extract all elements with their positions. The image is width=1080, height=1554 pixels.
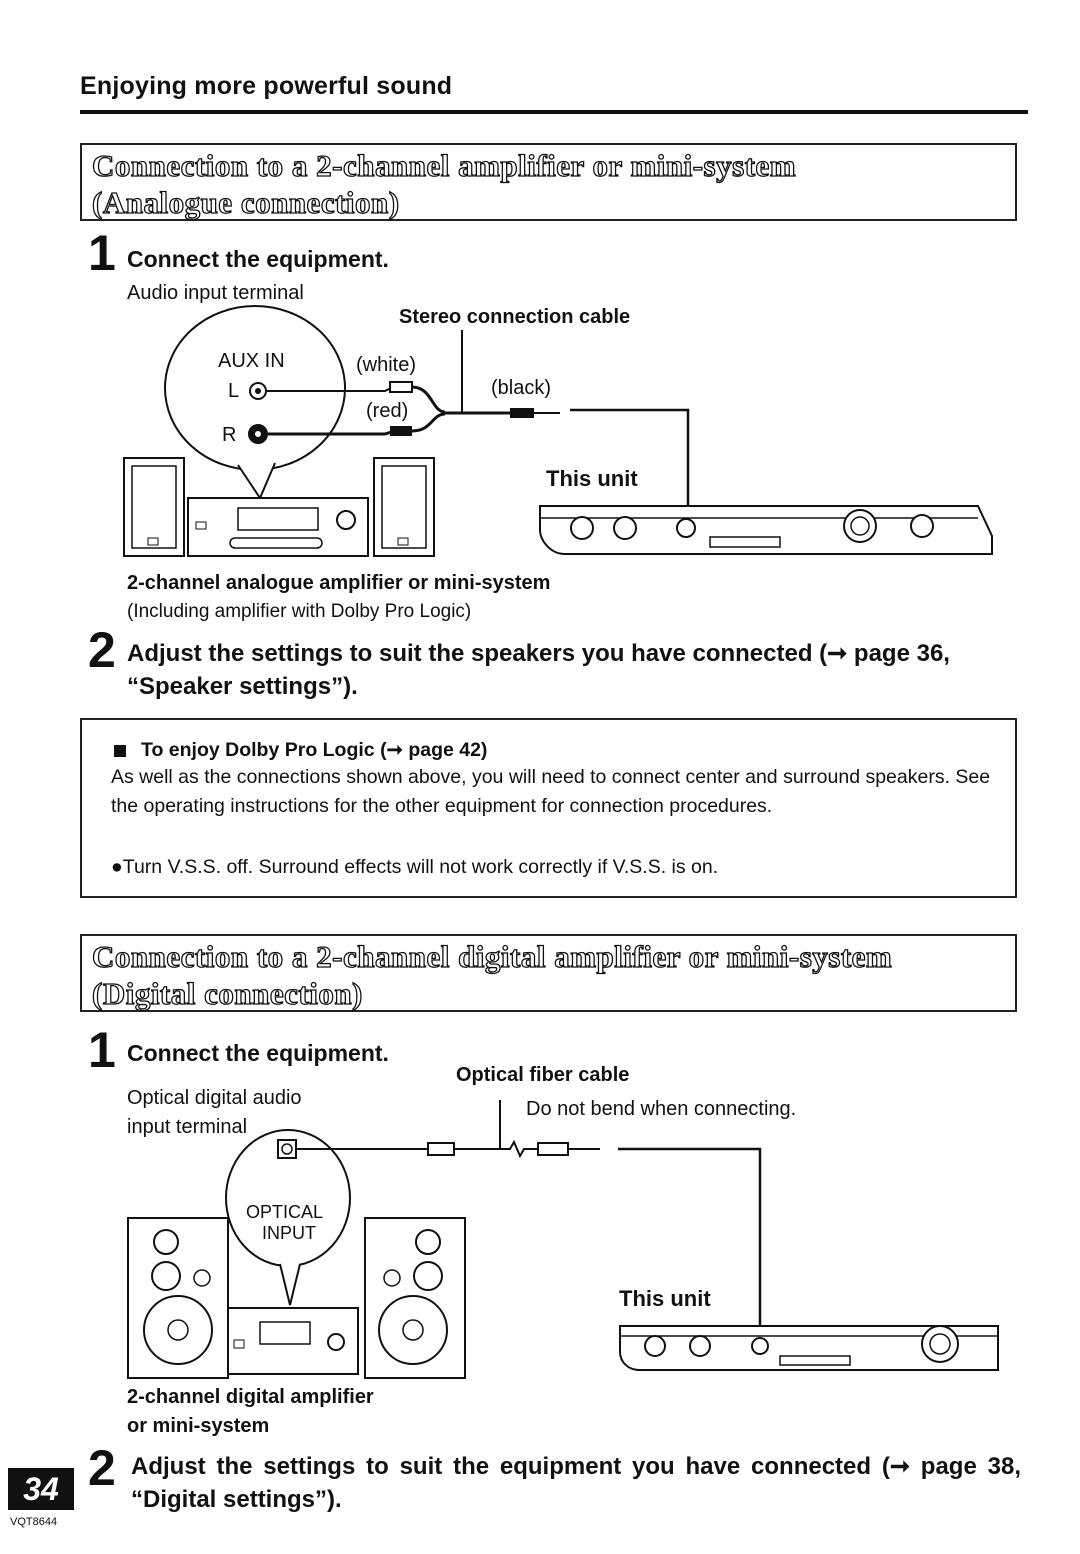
r-label: R <box>222 424 237 446</box>
digital-heading-box <box>80 934 1017 1012</box>
analogue-equipment-sub: (Including amplifier with Dolby Pro Logi… <box>127 601 472 622</box>
digital-step1-number: 1 <box>88 1022 116 1078</box>
digital-step2-text: Adjust the settings to suit the equipmen… <box>131 1453 1021 1513</box>
input-label: INPUT <box>262 1223 316 1243</box>
digital-step2-number: 2 <box>88 1440 116 1496</box>
terminal-label-line1: Optical digital audio <box>127 1087 302 1109</box>
white-plug-icon <box>389 381 413 393</box>
analogue-step2-number: 2 <box>88 622 116 678</box>
this-unit-icon <box>619 1325 999 1371</box>
stereo-cable-label: Stereo connection cable <box>399 306 631 328</box>
note-square-icon <box>114 745 126 757</box>
bend-note: Do not bend when connecting. <box>526 1098 797 1120</box>
note-title: To enjoy Dolby Pro Logic (➞ page 42) <box>141 739 488 761</box>
red-label: (red) <box>366 400 409 422</box>
audio-input-terminal-label: Audio input terminal <box>127 282 304 304</box>
analogue-equipment-caption: 2-channel analogue amplifier or mini-sys… <box>127 572 551 594</box>
optical-cable-label: Optical fiber cable <box>456 1064 630 1086</box>
digital-heading-line1: Connection to a 2-channel digital amplif… <box>91 939 893 974</box>
note-bullet: ●Turn V.S.S. off. Surround effects will … <box>111 856 719 878</box>
analogue-connection-diagram <box>123 305 993 557</box>
analogue-step1-text: Connect the equipment. <box>127 246 389 272</box>
terminal-label-line2: input terminal <box>127 1116 248 1138</box>
red-plug-icon <box>390 426 412 436</box>
digital-connection-diagram <box>127 1100 999 1379</box>
analogue-heading-line2: (Analogue connection) <box>91 185 400 220</box>
analogue-step1-number: 1 <box>88 225 116 281</box>
black-label: (black) <box>491 377 552 399</box>
aux-in-label: AUX IN <box>218 350 285 372</box>
digital-equipment-caption-line1: 2-channel digital amplifier <box>127 1386 374 1408</box>
l-label: L <box>228 380 240 402</box>
analogue-step2-text: Adjust the settings to suit the speakers… <box>127 640 950 700</box>
digital-heading-line2: (Digital connection) <box>91 976 363 1011</box>
note-paragraph: As well as the connections shown above, … <box>111 766 991 817</box>
white-label: (white) <box>356 354 417 376</box>
dolby-note-box <box>80 718 1017 898</box>
digital-this-unit-label: This unit <box>619 1286 711 1311</box>
black-plug-icon <box>510 408 534 418</box>
doc-code: VQT8644 <box>10 1516 58 1528</box>
analogue-heading-line1: Connection to a 2-channel amplifier or m… <box>91 148 797 183</box>
digital-step1-text: Connect the equipment. <box>127 1040 389 1066</box>
this-unit-label: This unit <box>546 466 638 491</box>
digital-equipment-caption-line2: or mini-system <box>127 1415 270 1437</box>
section-title: Enjoying more powerful sound <box>80 72 453 100</box>
analogue-heading-box <box>80 143 1017 221</box>
header-rule <box>80 110 1028 114</box>
optical-cable-to-unit <box>618 1147 762 1340</box>
optical-label: OPTICAL <box>246 1202 324 1222</box>
cable-to-unit <box>570 408 690 515</box>
zoom-pointer <box>237 462 276 501</box>
page-number-badge: 34 <box>8 1468 74 1510</box>
